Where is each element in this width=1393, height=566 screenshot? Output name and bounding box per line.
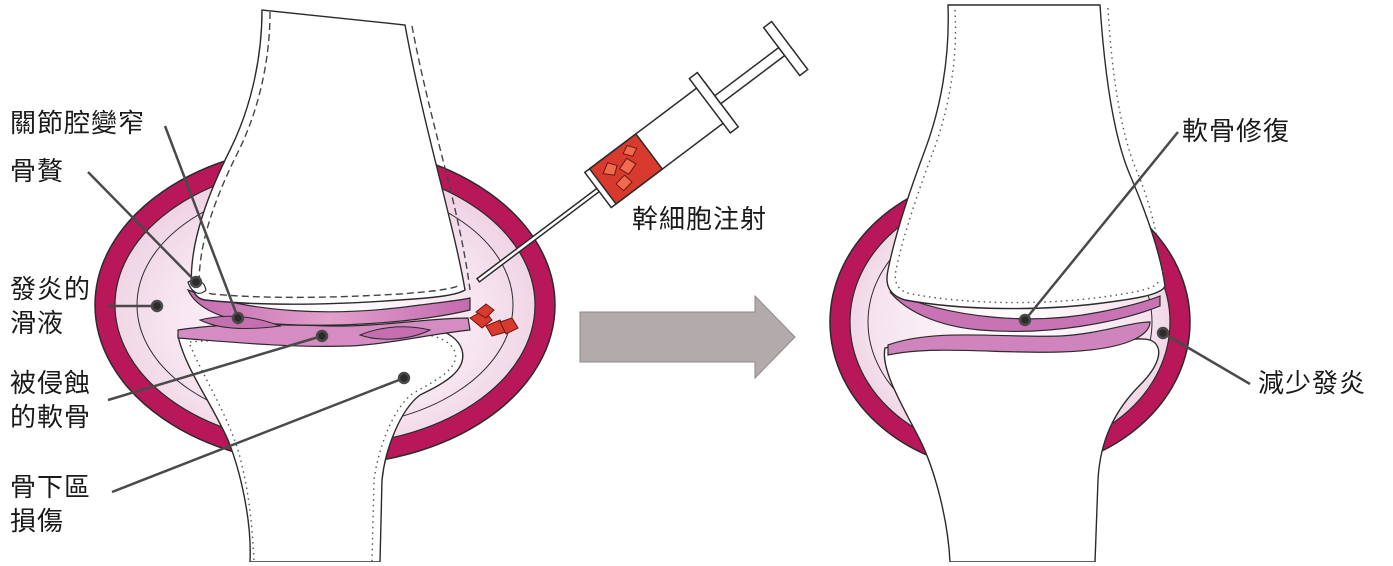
label-cartilage-repair: 軟骨修復 xyxy=(1182,116,1290,148)
label-stem-cell-injection: 幹細胞注射 xyxy=(632,204,767,236)
right-lower-bone xyxy=(884,339,1158,562)
label-subchondral-line2: 損傷 xyxy=(10,506,64,538)
label-inflamed-fluid-line1: 發炎的 xyxy=(10,274,91,306)
damaged-joint xyxy=(95,10,555,562)
label-eroded-cartilage-line1: 被侵蝕 xyxy=(10,368,91,400)
label-eroded-cartilage-line2: 的軟骨 xyxy=(10,402,91,434)
left-upper-bone xyxy=(191,10,465,304)
label-inflamed-fluid-line2: 滑液 xyxy=(10,308,64,340)
label-subchondral-line1: 骨下區 xyxy=(10,472,91,504)
right-upper-bone xyxy=(887,5,1165,309)
progress-arrow xyxy=(580,296,795,378)
repaired-joint xyxy=(830,5,1190,562)
label-reduced-inflammation: 減少發炎 xyxy=(1258,368,1366,400)
label-bone-spur: 骨贅 xyxy=(10,156,64,188)
label-narrowed-joint-space: 關節腔變窄 xyxy=(10,108,145,140)
